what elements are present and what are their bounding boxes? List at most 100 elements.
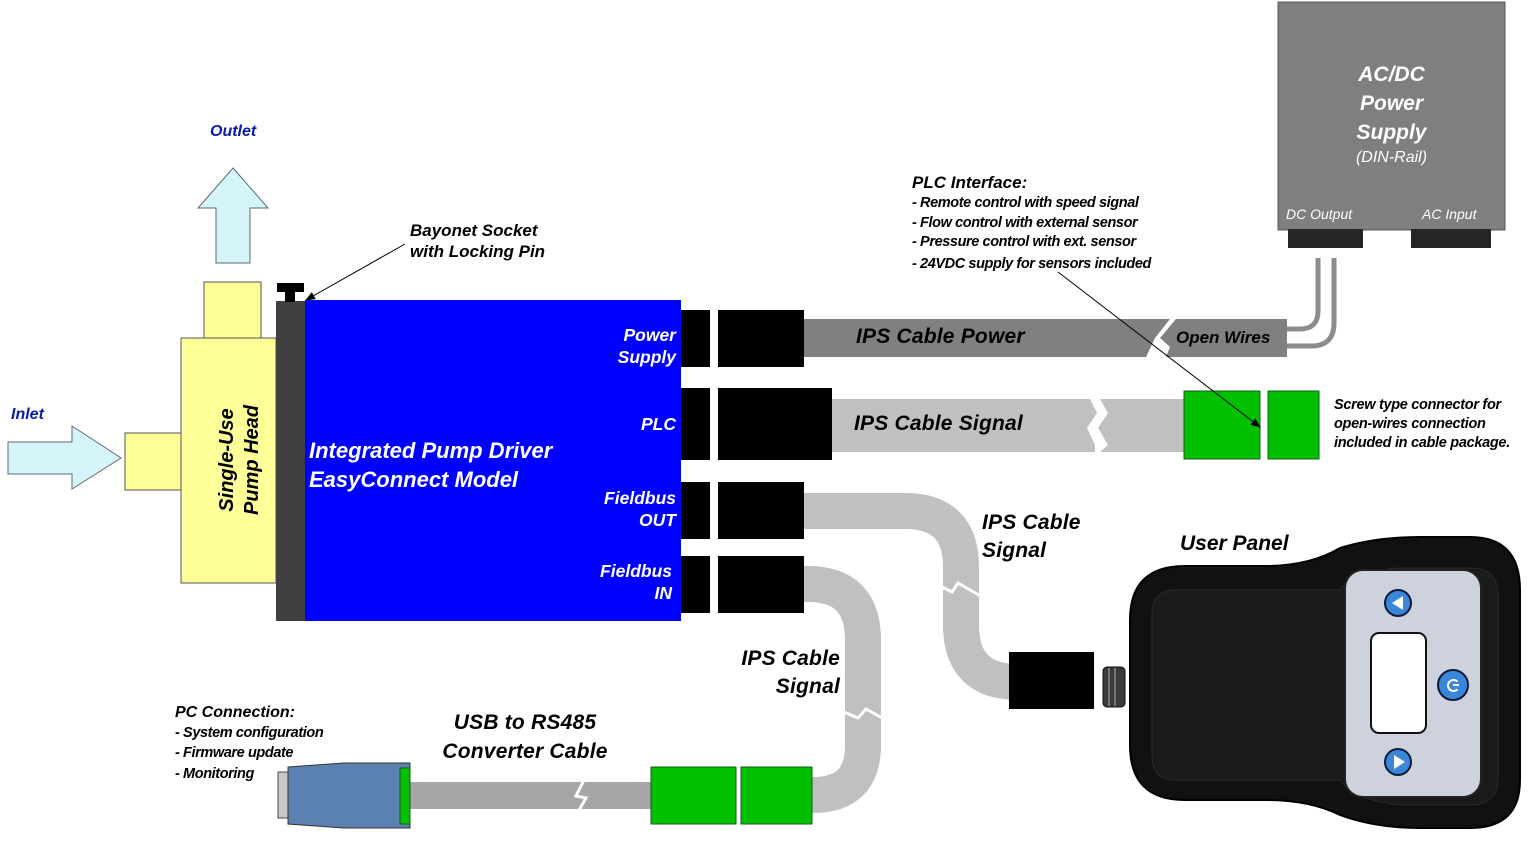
pump-head-label: Single-Use Pump Head	[215, 405, 265, 515]
left-arrow-icon	[1391, 596, 1403, 610]
port-label-line1: Power	[623, 325, 676, 345]
plc-signal-cable	[830, 399, 1097, 452]
fieldbus-in-plug	[718, 556, 804, 613]
cable-label-line1: USB to RS485	[453, 711, 597, 734]
inlet-arrow	[7, 425, 122, 490]
pc-connection-heading: PC Connection:	[175, 704, 295, 721]
cable-label-line2: Signal	[982, 539, 1047, 562]
power-supply-line3: Supply	[1356, 121, 1427, 144]
plc-signal-cable-end	[1098, 399, 1190, 452]
user-panel-connector	[1102, 666, 1126, 708]
usb-cable-label: USB to RS485 Converter Cable	[425, 708, 625, 766]
usb-converter-plug	[650, 766, 737, 825]
bayonet-label-line2: with Locking Pin	[410, 242, 546, 261]
port-label-fieldbus-in: Fieldbus IN	[600, 560, 672, 604]
right-arrow-icon	[1394, 755, 1405, 769]
power-cable	[800, 319, 1170, 357]
screw-connector-note: Screw type connector for open-wires conn…	[1334, 396, 1510, 453]
cable-label-line2: Converter Cable	[442, 740, 608, 763]
signal-cable-fieldbus-in	[800, 566, 881, 813]
plc-interface-item: - 24VDC supply for sensors included	[912, 255, 1151, 272]
cable-break-mark	[937, 580, 985, 600]
plc-signal-cable-label: IPS Cable Signal	[854, 412, 1023, 435]
user-panel-left-button[interactable]	[1384, 589, 1412, 617]
driver-title-line1: Integrated Pump Driver	[309, 438, 553, 463]
dc-output-terminal	[1288, 229, 1363, 248]
locking-pin-top	[277, 283, 304, 292]
usb-connector-collar	[399, 767, 411, 825]
port-label-power-supply: Power Supply	[618, 324, 676, 368]
cable-break-mark	[843, 707, 885, 721]
usb-connector-body	[287, 762, 411, 829]
user-panel-power-button[interactable]	[1437, 669, 1469, 701]
bayonet-plate	[276, 301, 305, 621]
cable-label-line1: IPS Cable	[741, 647, 840, 670]
usb-converter-cable	[405, 782, 655, 809]
screw-connector-socket	[1267, 390, 1320, 460]
port-label-plc: PLC	[641, 413, 676, 435]
locking-pin-stem	[285, 290, 295, 302]
fieldbus-out-socket	[681, 482, 710, 539]
outlet-label: Outlet	[210, 123, 257, 140]
plc-interface-heading: PLC Interface:	[912, 173, 1028, 192]
plc-interface-pointer-line	[1057, 271, 1261, 428]
bayonet-pointer-line	[305, 243, 406, 301]
power-icon	[1446, 678, 1460, 692]
driver-title: Integrated Pump Driver EasyConnect Model	[309, 436, 552, 494]
dc-output-label: DC Output	[1286, 206, 1353, 222]
fieldbus-in-socket	[681, 556, 710, 613]
port-label-line2: Supply	[617, 347, 676, 367]
note-line: Screw type connector for	[1334, 397, 1501, 413]
inlet-label: Inlet	[11, 406, 44, 423]
plc-interface-item: - Remote control with speed signal	[912, 195, 1139, 211]
ac-input-terminal	[1411, 229, 1491, 248]
pc-connection-item: - Monitoring	[175, 766, 254, 782]
pc-connection-item: - System configuration	[175, 725, 324, 741]
plc-interface-item: - Pressure control with ext. sensor	[912, 234, 1136, 250]
port-label-line2: IN	[654, 583, 673, 603]
usb-converter-socket	[740, 766, 813, 825]
outlet-arrow	[196, 167, 270, 264]
cable-break-mark	[573, 779, 589, 813]
power-port-plug	[718, 310, 804, 367]
bayonet-label-line1: Bayonet Socket	[410, 221, 538, 240]
note-line: open-wires connection	[1334, 416, 1486, 432]
power-supply-box	[1277, 1, 1506, 231]
power-supply-title: AC/DC Power Supply (DIN-Rail)	[1278, 60, 1505, 169]
power-port-socket	[681, 310, 710, 367]
port-label-line1: Fieldbus	[604, 488, 676, 508]
power-supply-line4: (DIN-Rail)	[1355, 149, 1428, 166]
port-label-line2: OUT	[639, 510, 676, 530]
port-label-fieldbus-out: Fieldbus OUT	[604, 487, 676, 531]
user-panel-right-button[interactable]	[1384, 748, 1412, 776]
fieldbus-in-cable-label: IPS Cable Signal	[741, 645, 840, 701]
plc-port-socket	[681, 388, 710, 460]
open-wires-cable	[1160, 319, 1287, 357]
fieldbus-out-plug	[718, 482, 804, 539]
screw-connector-plug	[1183, 390, 1261, 460]
ac-input-label: AC Input	[1422, 206, 1477, 222]
cable-label-line1: IPS Cable	[982, 511, 1081, 534]
power-cable-label: IPS Cable Power	[856, 325, 1025, 348]
note-line: included in cable package.	[1334, 435, 1510, 451]
open-wire	[1287, 258, 1337, 349]
pump-head-inlet-port	[124, 432, 183, 491]
cable-label-line2: Signal	[775, 675, 840, 698]
pump-head-label-line1: Single-Use	[216, 408, 238, 512]
driver-title-line2: EasyConnect Model	[309, 467, 519, 492]
bayonet-label: Bayonet Socket with Locking Pin	[410, 220, 545, 262]
pump-driver-body	[305, 300, 681, 621]
user-panel-cable-plug	[1009, 652, 1094, 709]
port-label-line1: PLC	[641, 414, 676, 434]
plc-interface-note: PLC Interface: - Remote control with spe…	[912, 172, 1151, 274]
plc-port-plug	[718, 388, 832, 460]
user-panel-label: User Panel	[1180, 532, 1289, 555]
fieldbus-out-cable-label: IPS Cable Signal	[982, 509, 1081, 565]
pc-connection-note: PC Connection: - System configuration - …	[175, 703, 324, 785]
power-supply-line1: AC/DC	[1358, 63, 1425, 86]
open-wires-label: Open Wires	[1176, 328, 1271, 347]
pump-head-body	[180, 337, 277, 584]
open-wire	[1287, 258, 1321, 332]
pump-head-label-line2: Pump Head	[241, 404, 263, 516]
